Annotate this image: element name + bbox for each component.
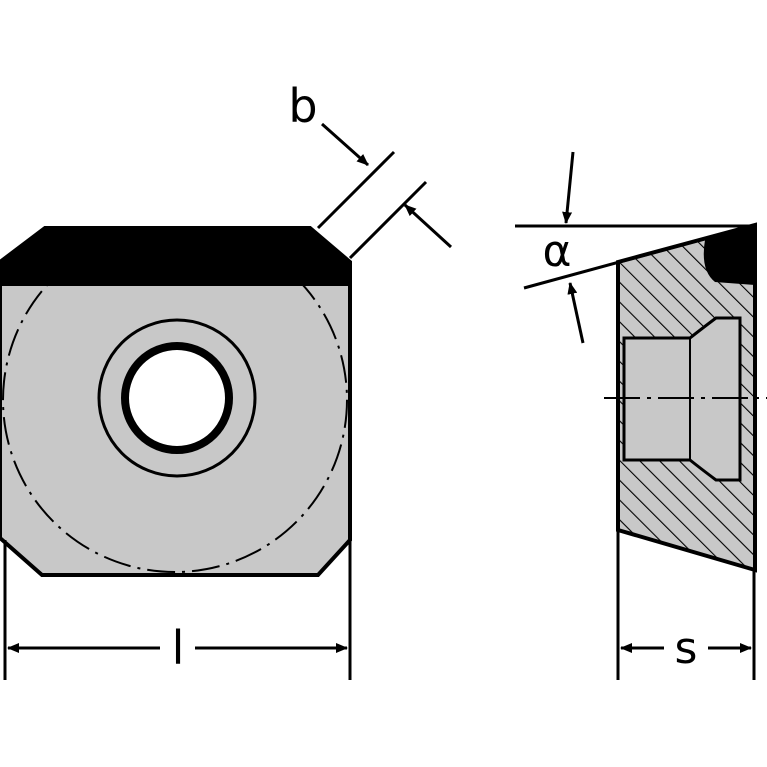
inscribed-circle <box>2 227 348 573</box>
chamfer-arrow-upper <box>321 122 369 167</box>
thickness-label: s <box>675 623 698 674</box>
chamfer-arrow-lower <box>403 203 453 249</box>
angle-rake-line <box>523 223 756 290</box>
chamfer-width-label: b <box>288 79 317 133</box>
countersink-ring <box>97 318 257 478</box>
side-section-view: α s <box>515 151 767 680</box>
rake-edge-band <box>703 225 755 285</box>
center-hole <box>121 342 233 454</box>
edge-length-label: l <box>172 621 185 675</box>
angle-arrow-upper <box>562 151 575 224</box>
chamfer-extension-line-1 <box>316 150 396 230</box>
angle-arrow-lower <box>567 282 585 344</box>
chamfer-extension-line-2 <box>348 180 428 260</box>
front-view: b l <box>0 79 453 680</box>
cutting-edge-band <box>0 228 350 286</box>
angle-label: α <box>542 226 571 277</box>
